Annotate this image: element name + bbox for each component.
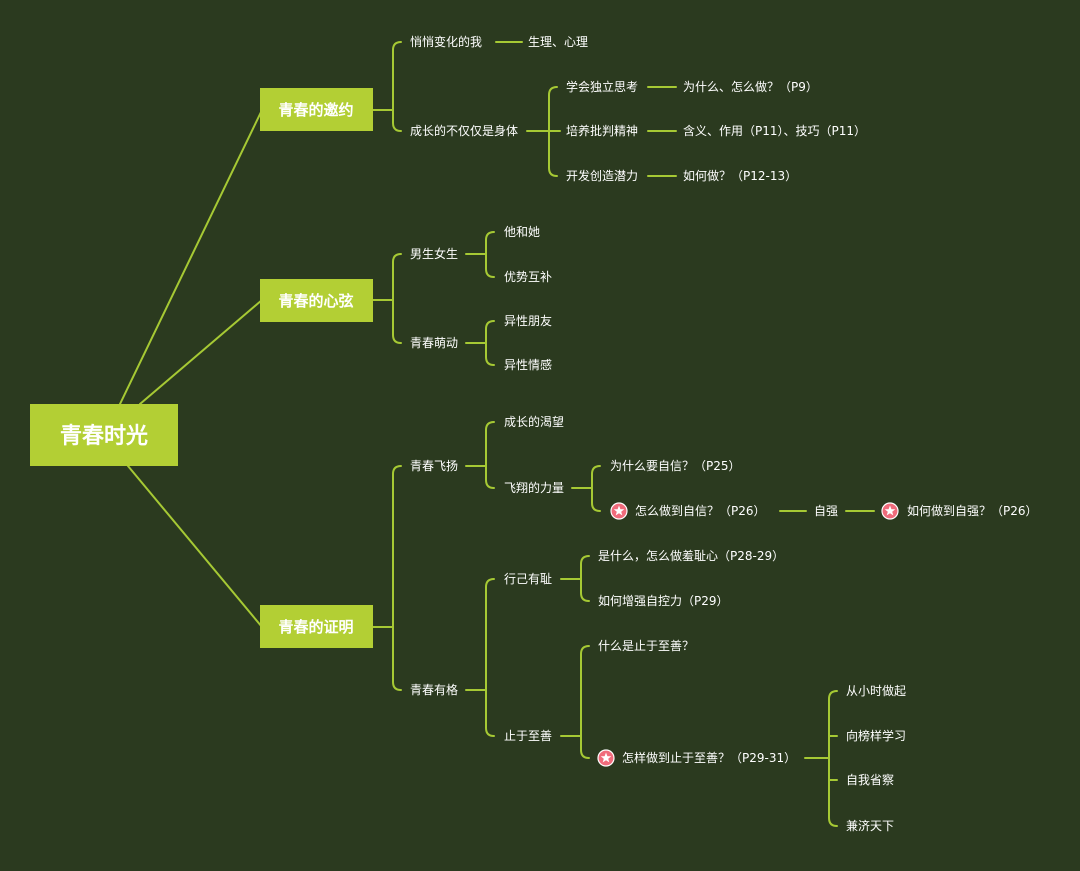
branch-xinxian: 男生女生 他和她 优势互补 青春萌动 异性朋友 异性情感 [410, 225, 552, 372]
node-label: 飞翔的力量 [504, 480, 564, 495]
topic-node-yaoyue: 青春的邀约 [260, 88, 373, 131]
node-label: 怎么做到自信？（P26） [635, 503, 766, 518]
node-label: 异性朋友 [504, 314, 552, 328]
node-label: 男生女生 [410, 246, 458, 261]
root-title: 青春时光 [60, 424, 148, 449]
star-icon [610, 502, 628, 520]
topic-title: 青春的心弦 [278, 292, 353, 310]
topic-node-zhengming: 青春的证明 [260, 605, 373, 648]
node-label: 培养批判精神 [566, 123, 638, 138]
node-label: 什么是止于至善？ [598, 638, 694, 653]
node-label: 学会独立思考 [566, 79, 638, 94]
star-icon [881, 502, 899, 520]
node-label: 为什么、怎么做？（P9） [683, 79, 818, 94]
node-label: 为什么要自信？（P25） [610, 459, 741, 473]
node-label: 悄悄变化的我 [410, 34, 482, 49]
node-label: 行己有耻 [504, 572, 552, 586]
node-label: 如何做？（P12-13） [683, 168, 797, 183]
node-label: 怎样做到止于至善？（P29-31） [622, 750, 796, 765]
connector-lines [119, 41, 875, 827]
node-label: 如何增强自控力（P29） [598, 593, 729, 608]
node-label: 异性情感 [504, 357, 552, 372]
node-label: 自强 [814, 504, 838, 518]
node-label: 青春飞扬 [410, 458, 458, 473]
topic-title: 青春的证明 [278, 618, 353, 636]
node-label: 成长的渴望 [504, 414, 564, 429]
node-label: 他和她 [504, 225, 540, 239]
node-label: 成长的不仅仅是身体 [410, 123, 518, 138]
node-label: 止于至善 [504, 728, 552, 743]
node-label: 从小时做起 [846, 683, 906, 698]
node-label: 是什么，怎么做羞耻心（P28-29） [598, 548, 784, 563]
node-label: 生理、心理 [528, 35, 588, 49]
node-label: 含义、作用（P11）、技巧（P11） [683, 123, 866, 138]
node-label: 向榜样学习 [846, 728, 906, 743]
branch-yaoyue: 悄悄变化的我 生理、心理 成长的不仅仅是身体 学会独立思考 为什么、怎么做？（P… [410, 34, 866, 183]
node-label: 自我省察 [846, 773, 894, 787]
root-node: 青春时光 [30, 404, 178, 466]
node-label: 青春萌动 [410, 336, 458, 350]
topic-title: 青春的邀约 [278, 101, 353, 119]
node-label: 兼济天下 [846, 818, 894, 833]
topic-node-xinxian: 青春的心弦 [260, 279, 373, 322]
star-icon [597, 749, 615, 767]
node-label: 青春有格 [410, 682, 458, 697]
node-label: 优势互补 [504, 270, 552, 284]
branch-zhengming: 青春飞扬 成长的渴望 飞翔的力量 为什么要自信？（P25） 怎么做到自信？（P2… [410, 414, 1038, 833]
node-label: 开发创造潜力 [566, 168, 638, 183]
node-label: 如何做到自强？（P26） [907, 503, 1038, 518]
